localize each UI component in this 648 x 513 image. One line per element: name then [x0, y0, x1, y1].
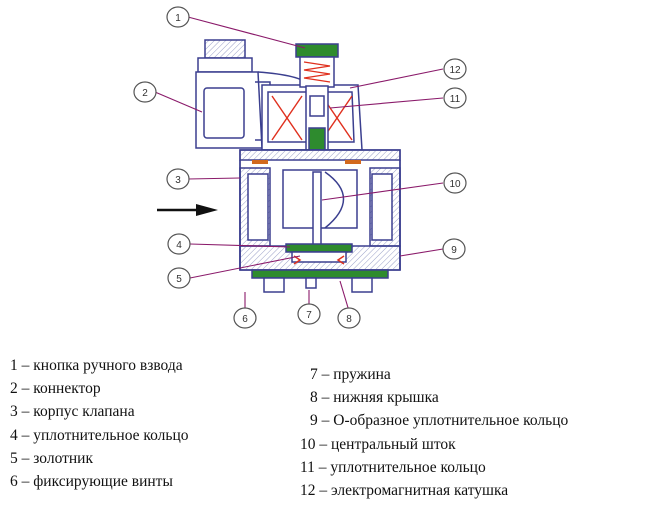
svg-text:10: 10	[449, 179, 461, 190]
central-stem	[312, 171, 322, 249]
legend-item: 9 – О-образное уплотнительное кольцо	[310, 412, 569, 429]
svg-text:2: 2	[142, 88, 148, 99]
manual-reset-button	[295, 43, 339, 88]
spool-and-oring	[285, 243, 353, 265]
svg-text:4: 4	[176, 240, 182, 251]
callout-7: 7	[297, 303, 321, 325]
legend-item: 12 – электромагнитная катушка	[300, 482, 509, 499]
flow-arrow	[157, 204, 218, 216]
legend-item: 8 – нижняя крышка	[310, 389, 439, 406]
svg-text:11: 11	[450, 94, 461, 105]
callout-1: 1	[166, 6, 190, 28]
legend-item: 6 – фиксирующие винты	[10, 473, 173, 490]
valve-body	[239, 149, 401, 271]
legend-item: 7 – пружина	[310, 366, 391, 383]
svg-text:5: 5	[176, 274, 182, 285]
bottom-cover	[251, 269, 389, 293]
callout-9: 9	[442, 238, 466, 260]
legend-item: 10 – центральный шток	[300, 436, 456, 453]
callout-badges: 1 2 3 4 5 6 7 8 9 10 11 12	[133, 6, 467, 329]
legend-item: 5 – золотник	[10, 450, 94, 467]
svg-text:3: 3	[175, 175, 181, 186]
callout-3: 3	[166, 168, 190, 190]
callout-4: 4	[167, 233, 191, 255]
callout-11: 11	[443, 87, 467, 109]
svg-text:7: 7	[306, 310, 312, 321]
callout-6: 6	[233, 307, 257, 329]
callout-10: 10	[443, 172, 467, 194]
callout-12: 12	[443, 58, 467, 80]
callout-5: 5	[167, 267, 191, 289]
legend-item: 11 – уплотнительное кольцо	[300, 459, 486, 476]
callout-2: 2	[133, 81, 157, 103]
legend-item: 4 – уплотнительное кольцо	[10, 427, 189, 444]
svg-text:9: 9	[451, 245, 457, 256]
legend-item: 2 – коннектор	[10, 380, 101, 397]
svg-text:12: 12	[449, 65, 461, 76]
legend-item: 3 – корпус клапана	[10, 403, 135, 420]
legend-item: 1 – кнопка ручного взвода	[10, 357, 183, 374]
callout-8: 8	[337, 307, 361, 329]
body-seals	[252, 160, 361, 164]
svg-text:8: 8	[346, 314, 352, 325]
svg-text:6: 6	[242, 314, 248, 325]
svg-text:1: 1	[175, 13, 181, 24]
